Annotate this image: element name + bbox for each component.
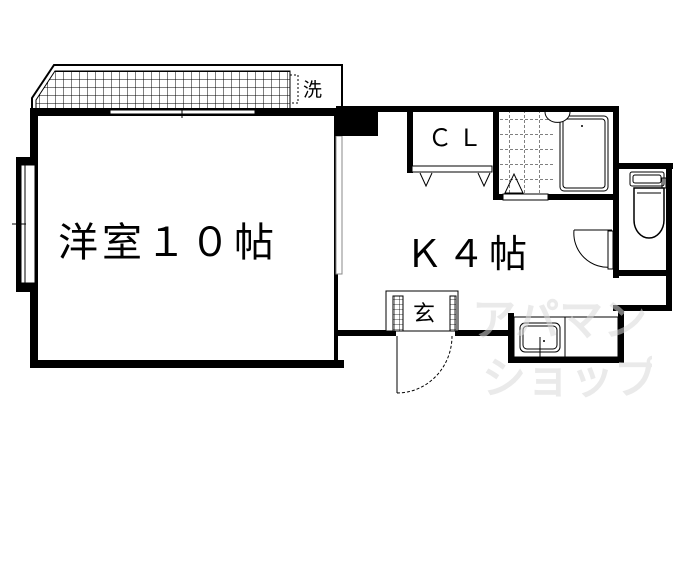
watermark-logo: アパマン ショップ [472,285,658,405]
entrance [385,290,459,394]
toilet [573,171,667,270]
bathroom [499,111,609,194]
svg-text:アパマン: アパマン [472,295,647,346]
kitchen-sink [513,316,619,358]
laundry-label: 洗 [303,79,323,101]
closet-label: ＣＬ [428,124,488,152]
svg-text:ショップ: ショップ [482,353,652,404]
kitchen-label: Ｋ４帖 [405,232,532,276]
entrance-label: 玄 [413,302,436,327]
western-room-walls [12,108,378,368]
kitchen-walls [336,106,673,363]
balcony [31,64,343,113]
western-room-label: 洋室１０帖 [58,220,278,266]
